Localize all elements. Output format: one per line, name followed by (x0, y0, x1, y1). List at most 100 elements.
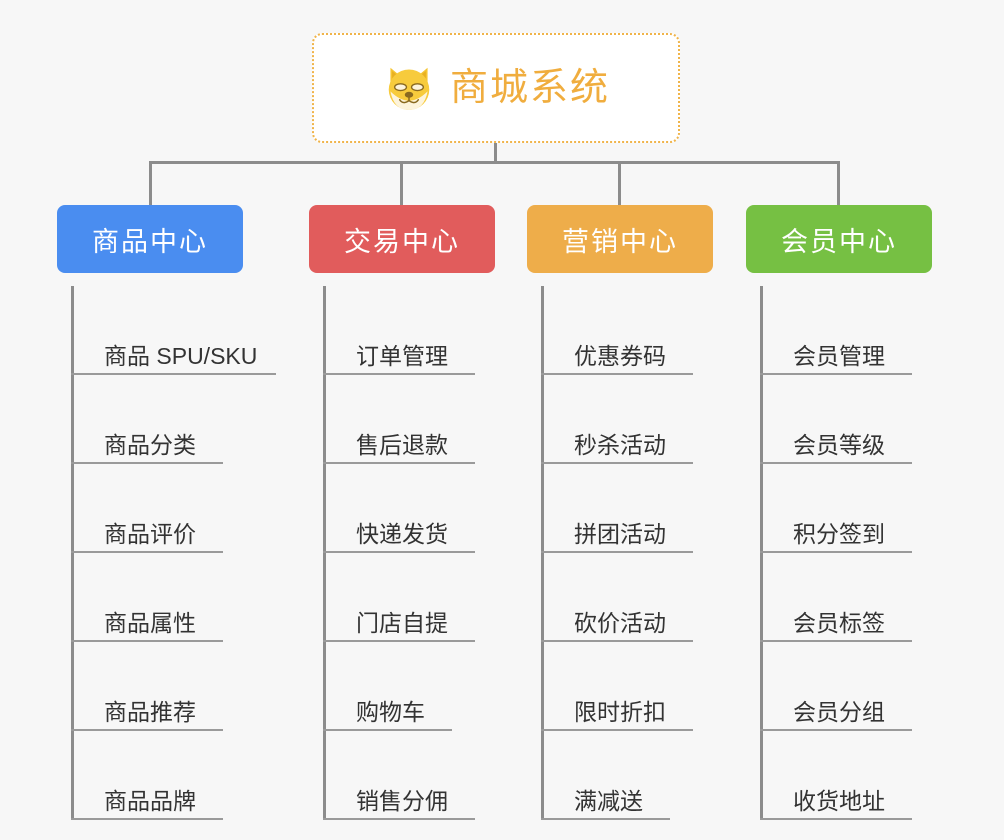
branch-header-trade-center[interactable]: 交易中心 (309, 205, 495, 273)
root-node[interactable]: 商城系统 (312, 33, 680, 143)
leaf-item[interactable]: 优惠券码 (541, 286, 742, 375)
leaf-label: 秒杀活动 (574, 431, 666, 458)
branch-column-member-center: 会员中心 会员管理 会员等级 积分签到 会员标签 会员分组 (746, 205, 961, 820)
leaf-item[interactable]: 销售分佣 (323, 731, 524, 820)
leaf-underline (71, 729, 223, 731)
branch-header-member-center[interactable]: 会员中心 (746, 205, 932, 273)
branch-header-label: 交易中心 (344, 226, 460, 257)
branch-column-trade-center: 交易中心 订单管理 售后退款 快递发货 门店自提 购物车 (309, 205, 524, 820)
leaf-underline (71, 818, 223, 820)
leaf-item[interactable]: 商品属性 (71, 553, 282, 642)
leaf-underline (323, 373, 475, 375)
leaf-label: 商品属性 (104, 609, 196, 636)
leaf-underline (541, 818, 670, 820)
leaf-label: 砍价活动 (574, 609, 666, 636)
leaf-item[interactable]: 订单管理 (323, 286, 524, 375)
leaf-item[interactable]: 门店自提 (323, 553, 524, 642)
leaf-item[interactable]: 购物车 (323, 642, 524, 731)
leaf-underline (323, 462, 475, 464)
root-title: 商城系统 (449, 67, 610, 109)
leaf-underline (323, 640, 475, 642)
leaf-spine (541, 286, 544, 820)
leaf-underline (760, 373, 912, 375)
branch-header-label: 营销中心 (562, 226, 678, 257)
leaf-underline (760, 818, 912, 820)
leaf-item[interactable]: 秒杀活动 (541, 375, 742, 464)
leaf-list-marketing-center: 优惠券码 秒杀活动 拼团活动 砍价活动 限时折扣 满减送 (541, 286, 742, 820)
connector-drop-product-center (149, 161, 152, 205)
leaf-label: 售后退款 (356, 431, 448, 458)
leaf-underline (323, 551, 475, 553)
leaf-item[interactable]: 积分签到 (760, 464, 961, 553)
leaf-underline (760, 729, 912, 731)
leaf-item[interactable]: 商品 SPU/SKU (71, 286, 282, 375)
leaf-label: 限时折扣 (574, 698, 666, 725)
leaf-label: 收货地址 (793, 787, 885, 814)
leaf-label: 会员等级 (793, 431, 885, 458)
leaf-label: 门店自提 (356, 609, 448, 636)
leaf-label: 拼团活动 (574, 520, 666, 547)
leaf-spine (760, 286, 763, 820)
leaf-item[interactable]: 会员管理 (760, 286, 961, 375)
branch-header-label: 会员中心 (781, 226, 897, 257)
leaf-item[interactable]: 快递发货 (323, 464, 524, 553)
leaf-label: 会员标签 (793, 609, 885, 636)
leaf-item[interactable]: 商品评价 (71, 464, 282, 553)
connector-drop-member-center (837, 161, 840, 205)
leaf-label: 商品品牌 (104, 787, 196, 814)
leaf-underline (760, 462, 912, 464)
leaf-item[interactable]: 会员等级 (760, 375, 961, 464)
leaf-item[interactable]: 会员分组 (760, 642, 961, 731)
leaf-spine (323, 286, 326, 820)
leaf-underline (323, 818, 475, 820)
leaf-item[interactable]: 商品推荐 (71, 642, 282, 731)
leaf-list-product-center: 商品 SPU/SKU 商品分类 商品评价 商品属性 商品推荐 商品品牌 (71, 286, 282, 820)
leaf-underline (323, 729, 452, 731)
leaf-spine (71, 286, 74, 820)
leaf-underline (71, 551, 223, 553)
connector-drop-marketing-center (618, 161, 621, 205)
leaf-item[interactable]: 收货地址 (760, 731, 961, 820)
leaf-underline (760, 640, 912, 642)
leaf-list-trade-center: 订单管理 售后退款 快递发货 门店自提 购物车 销售分佣 (323, 286, 524, 820)
leaf-item[interactable]: 商品分类 (71, 375, 282, 464)
branch-header-label: 商品中心 (92, 226, 208, 257)
leaf-label: 商品分类 (104, 431, 196, 458)
leaf-item[interactable]: 满减送 (541, 731, 742, 820)
leaf-label: 销售分佣 (356, 787, 448, 814)
leaf-label: 商品 SPU/SKU (104, 342, 258, 369)
shiba-dog-face-icon (388, 67, 430, 112)
leaf-underline (541, 551, 693, 553)
leaf-item[interactable]: 砍价活动 (541, 553, 742, 642)
branch-column-marketing-center: 营销中心 优惠券码 秒杀活动 拼团活动 砍价活动 限时折扣 (527, 205, 742, 820)
leaf-item[interactable]: 会员标签 (760, 553, 961, 642)
connector-horizontal-bus (149, 161, 840, 164)
leaf-underline (541, 729, 693, 731)
leaf-label: 积分签到 (793, 520, 885, 547)
leaf-label: 商品推荐 (104, 698, 196, 725)
leaf-label: 满减送 (574, 787, 643, 814)
leaf-item[interactable]: 限时折扣 (541, 642, 742, 731)
leaf-label: 会员分组 (793, 698, 885, 725)
leaf-label: 会员管理 (793, 342, 885, 369)
leaf-underline (71, 373, 276, 375)
connector-root-stem (494, 143, 497, 163)
leaf-item[interactable]: 拼团活动 (541, 464, 742, 553)
leaf-underline (541, 640, 693, 642)
leaf-item[interactable]: 商品品牌 (71, 731, 282, 820)
leaf-label: 商品评价 (104, 520, 196, 547)
leaf-label: 快递发货 (356, 520, 448, 547)
connector-drop-trade-center (400, 161, 403, 205)
leaf-label: 订单管理 (356, 342, 448, 369)
leaf-label: 购物车 (356, 698, 425, 725)
leaf-label: 优惠券码 (574, 342, 666, 369)
branch-header-product-center[interactable]: 商品中心 (57, 205, 243, 273)
leaf-underline (541, 462, 693, 464)
leaf-item[interactable]: 售后退款 (323, 375, 524, 464)
branch-header-marketing-center[interactable]: 营销中心 (527, 205, 713, 273)
leaf-underline (71, 640, 223, 642)
branch-column-product-center: 商品中心 商品 SPU/SKU 商品分类 商品评价 商品属性 商品推荐 (57, 205, 282, 820)
leaf-underline (760, 551, 912, 553)
leaf-underline (71, 462, 223, 464)
